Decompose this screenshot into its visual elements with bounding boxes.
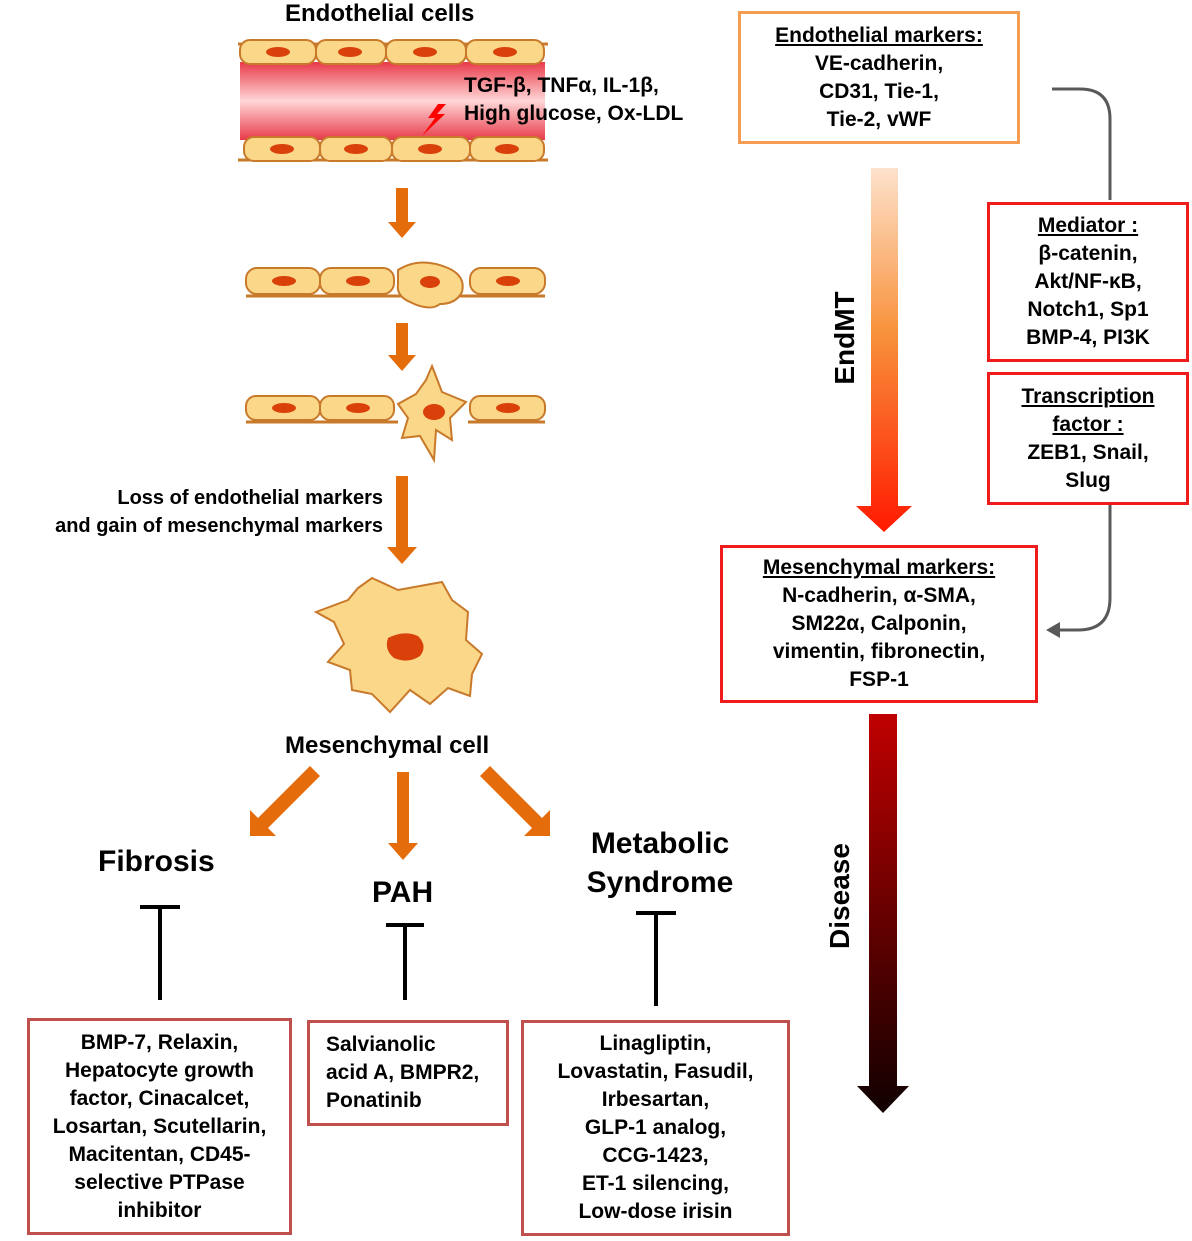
mesenchymal-markers-box: Mesenchymal markers: N-cadherin, α-SMA, …	[720, 545, 1038, 703]
transcription-factor-item: Slug	[1065, 468, 1111, 492]
down-arrow-2	[388, 323, 416, 371]
mesenchymal-markers-heading: Mesenchymal markers:	[762, 556, 996, 579]
mediator-item: Akt/NF-κB,	[1034, 270, 1142, 293]
mesenchymal-marker: vimentin, fibronectin,	[772, 640, 986, 663]
pah-inhibitors-box: Salvianolic acid A, BMPR2, Ponatinib	[307, 1020, 509, 1126]
mediator-item: Notch1, Sp1	[1027, 298, 1149, 321]
mediator-item: β-catenin,	[1038, 242, 1138, 265]
metabolic-inhibitor: Lovastatin, Fasudil,	[557, 1060, 754, 1083]
down-arrow-3	[387, 476, 417, 564]
inhibition-bars	[140, 905, 676, 1006]
transcription-factor-heading-2: factor :	[1052, 412, 1124, 436]
down-arrow-1	[388, 188, 416, 238]
fibrosis-label: Fibrosis	[98, 845, 215, 878]
metabolic-inhibitor: ET-1 silencing,	[581, 1172, 730, 1195]
fibrosis-inhibitor: Losartan, Scutellarin,	[52, 1114, 267, 1138]
transition-note-line-2: and gain of mesenchymal markers	[55, 515, 383, 537]
disease-arrow	[857, 714, 909, 1113]
transition-cells-stage-2	[245, 363, 546, 464]
pah-inhibitor: acid A, BMPR2,	[326, 1061, 480, 1084]
mediator-heading: Mediator :	[1037, 214, 1139, 237]
pah-label: PAH	[372, 876, 434, 909]
endothelial-markers-box: Endothelial markers: VE-cadherin, CD31, …	[738, 11, 1020, 144]
metabolic-label-line-1: Metabolic	[590, 827, 730, 860]
endmt-arrow	[856, 168, 912, 532]
mesenchymal-marker: SM22α, Calponin,	[791, 612, 967, 635]
transition-cells-stage-1	[245, 261, 546, 309]
fibrosis-inhibitor: BMP-7, Relaxin,	[80, 1030, 239, 1054]
stimuli-line-1: TGF-β, TNFα, IL-1β,	[464, 74, 659, 97]
endothelial-marker: VE-cadherin,	[814, 51, 944, 75]
transcription-factor-box: Transcription factor : ZEB1, Snail, Slug	[987, 372, 1189, 505]
transcription-factor-heading-1: Transcription	[1021, 384, 1155, 408]
mesenchymal-cell-label: Mesenchymal cell	[285, 732, 490, 759]
mesenchymal-cell-shape	[313, 576, 484, 714]
fibrosis-inhibitor: Macitentan, CD45-	[68, 1142, 251, 1166]
fibrosis-inhibitor: Hepatocyte growth	[64, 1058, 255, 1082]
metabolic-inhibitor: Linagliptin,	[599, 1032, 712, 1055]
stimuli-line-2: High glucose, Ox-LDL	[464, 102, 684, 125]
metabolic-inhibitor: CCG-1423,	[602, 1144, 709, 1167]
blood-vessel	[238, 39, 548, 162]
mediator-box: Mediator : β-catenin, Akt/NF-κB, Notch1,…	[987, 202, 1189, 362]
fibrosis-inhibitor: inhibitor	[117, 1198, 202, 1222]
mediator-item: BMP-4, PI3K	[1026, 326, 1150, 349]
mesenchymal-marker: FSP-1	[849, 668, 909, 691]
metabolic-inhibitor: Irbesartan,	[601, 1088, 710, 1111]
endmt-label: EndMT	[829, 291, 860, 385]
fibrosis-inhibitors-box: BMP-7, Relaxin, Hepatocyte growth factor…	[27, 1018, 292, 1235]
endothelial-cells-title: Endothelial cells	[285, 0, 475, 27]
transcription-factor-item: ZEB1, Snail,	[1027, 440, 1149, 464]
pathway-connector	[1052, 87, 1112, 200]
pah-inhibitor: Ponatinib	[326, 1089, 422, 1112]
lightning-icon	[422, 104, 446, 136]
endothelial-markers-heading: Endothelial markers:	[775, 23, 983, 47]
transition-note-line-1: Loss of endothelial markers	[117, 487, 383, 509]
endothelial-marker: CD31, Tie-1,	[819, 79, 939, 103]
pah-inhibitor: Salvianolic	[326, 1033, 436, 1056]
connector-arrowhead	[1046, 622, 1060, 638]
arrow-to-metabolic	[480, 766, 550, 836]
down-arrows	[387, 188, 418, 860]
disease-label: Disease	[824, 843, 855, 949]
metabolic-inhibitor: GLP-1 analog,	[584, 1116, 727, 1139]
down-arrow-pah	[388, 772, 418, 860]
fibrosis-inhibitor: factor, Cinacalcet,	[69, 1086, 250, 1110]
endothelial-marker: Tie-2, vWF	[826, 107, 932, 131]
metabolic-inhibitors-box: Linagliptin, Lovastatin, Fasudil, Irbesa…	[521, 1020, 790, 1236]
metabolic-label-line-2: Syndrome	[586, 866, 734, 899]
arrow-to-fibrosis	[250, 766, 320, 836]
metabolic-inhibitor: Low-dose irisin	[578, 1200, 733, 1223]
mesenchymal-marker: N-cadherin, α-SMA,	[782, 584, 976, 607]
fibrosis-inhibitor: selective PTPase	[74, 1170, 245, 1194]
